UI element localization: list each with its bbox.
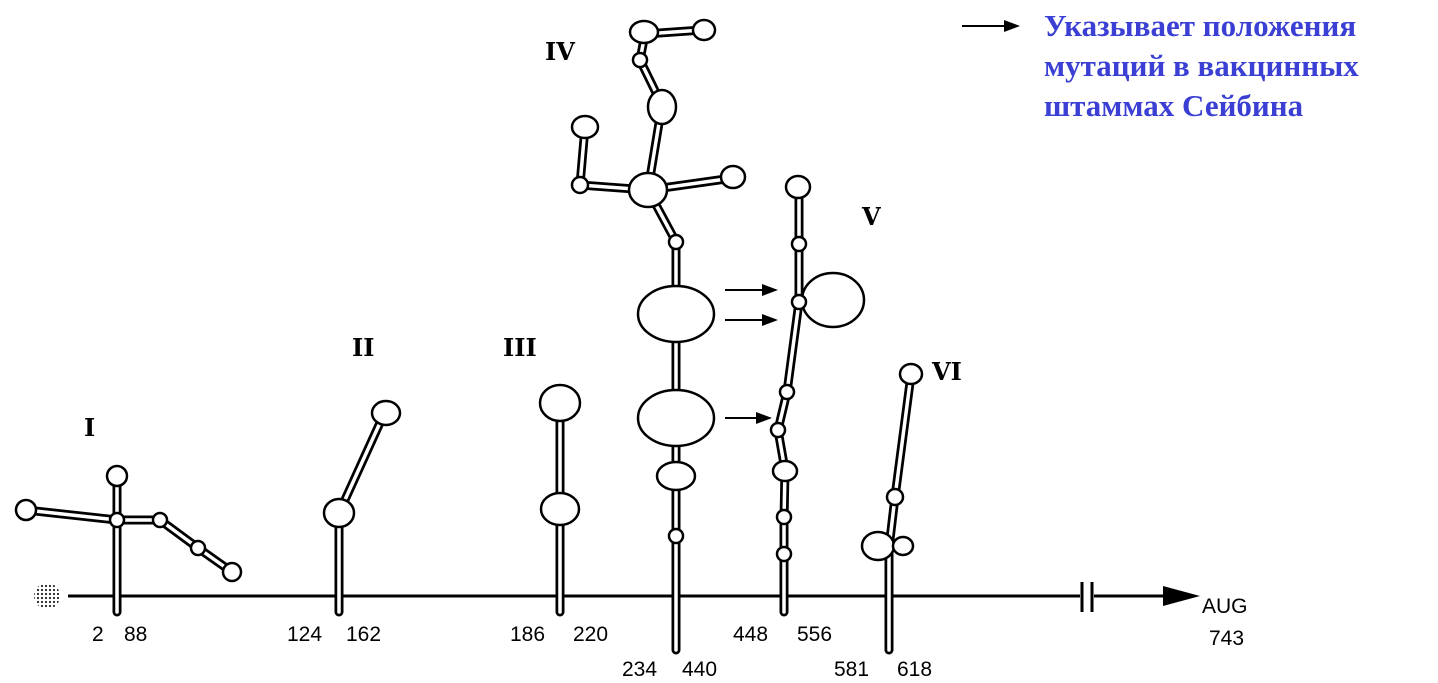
vpg-dot-icon [34,583,60,609]
legend-text: Указывает положения мутаций в вакцинных … [1044,6,1359,126]
end-position-label: 743 [1209,627,1244,650]
position-label: 234 [622,658,657,681]
position-label: 162 [346,623,381,646]
position-label: 556 [797,623,832,646]
domain-2-structure [322,399,402,617]
domain-label-2: II [352,333,374,362]
right-arrow-icon [962,20,1020,32]
axis-break-icon [1080,582,1094,612]
domain-label-6: VI [931,357,962,386]
axis-arrowhead-icon [1163,586,1200,606]
domain-label-4: IV [545,37,575,66]
position-label: 618 [897,658,932,681]
domain-1-structure [14,464,243,617]
domain-label-1: I [84,413,95,442]
mutation-arrows [725,284,778,424]
mutation-arrow-icon [725,412,772,424]
domain-label-5: V [861,202,881,231]
position-label: 88 [124,623,147,646]
end-codon-label: AUG [1202,595,1248,618]
position-label: 186 [510,623,545,646]
legend-line: штаммах Сейбина [1044,88,1304,123]
position-label: 440 [682,658,717,681]
domain-4-structure [570,18,747,655]
position-label: 2 [92,623,104,646]
mutation-arrow-icon [725,314,778,326]
legend-line: мутаций в вакцинных [1044,48,1359,83]
domain-5-structure [769,174,866,617]
domain-label-3: III [503,333,537,362]
position-label: 581 [834,658,869,681]
position-label: 448 [733,623,768,646]
position-label: 220 [573,623,608,646]
mutation-arrow-icon [725,284,778,296]
domain-3-structure [538,383,582,617]
position-label: 124 [287,623,322,646]
domain-6-structure [860,362,924,655]
legend-line: Указывает положения [1044,8,1357,43]
